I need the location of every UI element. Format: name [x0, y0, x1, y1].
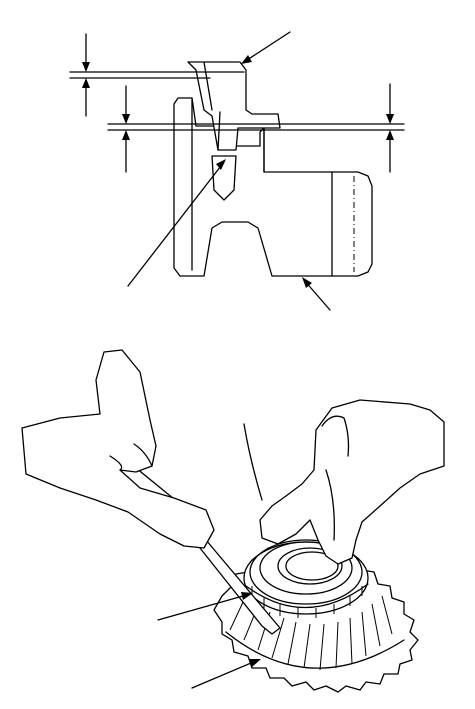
dimension-arrow-icon: [386, 83, 394, 173]
leader-arrow-icon: [302, 277, 331, 311]
leader-arrow-icon: [127, 159, 226, 287]
leader-arrow-icon: [241, 31, 291, 64]
hand-icon: [243, 399, 445, 565]
dimension-arrow-icon: [122, 85, 130, 173]
synchronizer-ring-section: [187, 61, 281, 151]
leader-arrow-icon: [191, 659, 261, 689]
hand-icon: [21, 349, 215, 549]
section-view: [69, 31, 405, 311]
leader-arrow-icon: [157, 592, 253, 621]
measurement-view: [21, 349, 445, 693]
cone-tooth: [211, 155, 237, 201]
dimension-arrow-icon: [82, 33, 90, 117]
